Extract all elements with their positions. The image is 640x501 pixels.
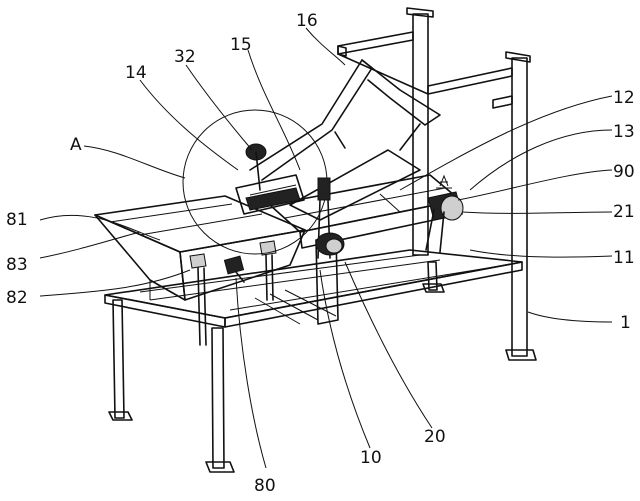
gantry (337, 31, 513, 109)
belt-drive (315, 177, 345, 325)
label-12: 12 (613, 88, 635, 108)
detail-circle-a (182, 109, 328, 255)
label-80: 80 (254, 476, 276, 496)
label-11: 11 (613, 248, 635, 268)
label-81: 81 (6, 210, 28, 230)
label-83: 83 (6, 255, 28, 275)
label-14: 14 (125, 63, 147, 83)
label-1: 1 (620, 313, 631, 333)
leader-lines (39, 27, 613, 469)
label-32: 32 (174, 47, 196, 67)
arm-assembly (235, 59, 441, 215)
motor-21 (425, 174, 464, 253)
motor-80 (223, 255, 245, 283)
label-15: 15 (230, 35, 252, 55)
label-16: 16 (296, 11, 318, 31)
label-90: 90 (613, 162, 635, 182)
label-20: 20 (424, 427, 446, 447)
label-13: 13 (613, 122, 635, 142)
hopper-posts (189, 240, 277, 346)
base-frame (104, 249, 523, 328)
label-21: 21 (613, 202, 635, 222)
label-10: 10 (360, 448, 382, 468)
legs (108, 7, 537, 473)
labels: 16 15 32 14 12 13 A 90 81 21 83 11 82 1 … (6, 11, 635, 496)
hopper (94, 195, 306, 301)
label-82: 82 (6, 288, 28, 308)
label-a: A (70, 135, 82, 155)
